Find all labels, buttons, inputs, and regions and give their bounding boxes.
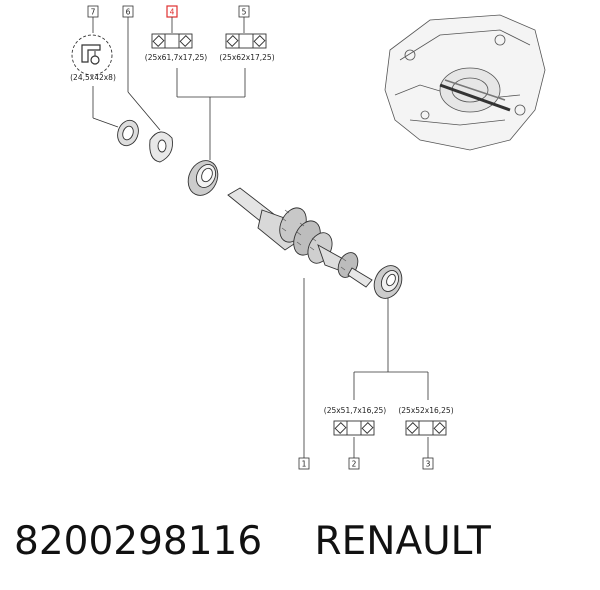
leader-lines-bottom [303, 278, 429, 458]
dimension-label-7: (24,5x42x8) [70, 73, 116, 82]
bearing-icon-4 [151, 33, 193, 49]
washer-part [149, 131, 173, 163]
part-number: 8200298116 [14, 519, 263, 564]
bearing-part-bottom [373, 265, 403, 299]
dimension-label-3: (25x52x16,25) [398, 406, 453, 415]
gearbox-housing-thumbnail [384, 14, 546, 151]
callout-1[interactable]: 1 [298, 457, 310, 470]
seal-ring-part [117, 119, 139, 147]
bearing-icon-3 [405, 420, 447, 436]
dimension-label-5: (25x62x17,25) [219, 53, 274, 62]
dimension-label-4: (25x61,7x17,25) [145, 53, 208, 62]
part-footer: 8200298116 RENAULT [14, 514, 586, 570]
bearing-icon-5 [225, 33, 267, 49]
exploded-parts-diagram: 7 6 4 5 (24,5x42x8) [70, 5, 546, 470]
svg-text:3: 3 [426, 460, 431, 469]
main-shaft-part [227, 187, 373, 288]
svg-text:6: 6 [126, 8, 131, 17]
bearing-icon-2 [333, 420, 375, 436]
brand-name: RENAULT [314, 519, 491, 564]
callout-3[interactable]: 3 [422, 457, 434, 470]
svg-text:2: 2 [352, 460, 357, 469]
callout-2[interactable]: 2 [348, 457, 360, 470]
dimension-label-2: (25x51,7x16,25) [324, 406, 387, 415]
svg-text:7: 7 [91, 8, 96, 17]
seal-icon [71, 34, 113, 76]
svg-text:5: 5 [242, 8, 247, 17]
callout-6[interactable]: 6 [122, 5, 134, 18]
leader-lines-top [92, 17, 246, 160]
callout-7[interactable]: 7 [87, 5, 99, 18]
svg-text:1: 1 [302, 460, 307, 469]
svg-text:4: 4 [170, 8, 175, 17]
bearing-part-top [187, 160, 219, 196]
callout-4-highlighted[interactable]: 4 [166, 5, 178, 18]
callout-5[interactable]: 5 [238, 5, 250, 18]
